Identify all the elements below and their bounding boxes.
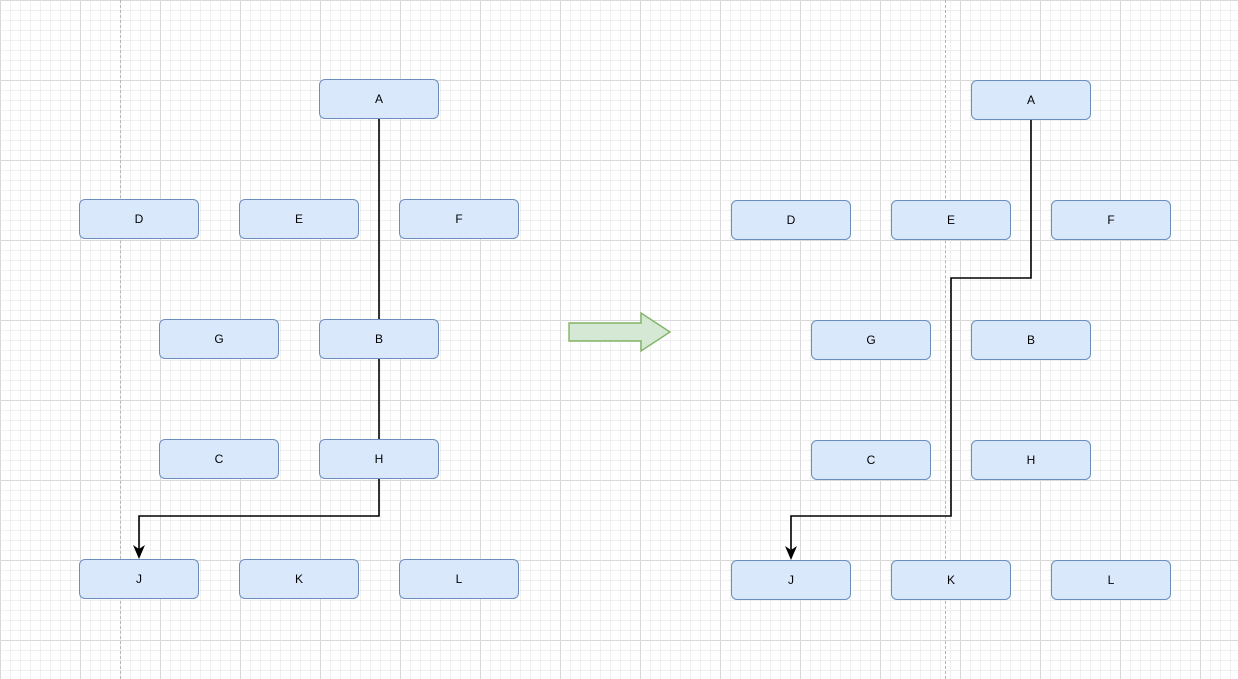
node-label: C	[866, 453, 876, 467]
node-label: J	[788, 573, 794, 587]
node-l-left[interactable]: L	[399, 559, 519, 599]
node-j-right[interactable]: J	[731, 560, 851, 600]
node-e-left[interactable]: E	[239, 199, 359, 239]
node-h-left[interactable]: H	[319, 439, 439, 479]
node-g-right[interactable]: G	[811, 320, 931, 360]
node-b-left[interactable]: B	[319, 319, 439, 359]
node-a-right[interactable]: A	[971, 80, 1091, 120]
node-label: F	[1107, 213, 1115, 227]
node-a-left[interactable]: A	[319, 79, 439, 119]
transition-arrow[interactable]	[568, 312, 672, 352]
node-label: C	[214, 452, 224, 466]
node-d-right[interactable]: D	[731, 200, 851, 240]
node-k-left[interactable]: K	[239, 559, 359, 599]
node-label: B	[1026, 333, 1035, 347]
node-label: B	[374, 332, 383, 346]
node-c-left[interactable]: C	[159, 439, 279, 479]
node-label: G	[214, 332, 224, 346]
node-h-right[interactable]: H	[971, 440, 1091, 480]
node-label: D	[134, 212, 144, 226]
node-label: J	[136, 572, 142, 586]
node-e-right[interactable]: E	[891, 200, 1011, 240]
node-label: L	[455, 572, 463, 586]
node-label: E	[294, 212, 303, 226]
edge-h-to-j-left[interactable]	[138, 479, 380, 551]
transition-arrow-shape	[568, 312, 672, 352]
node-f-left[interactable]: F	[399, 199, 519, 239]
node-label: E	[946, 213, 955, 227]
node-label: G	[866, 333, 876, 347]
node-f-right[interactable]: F	[1051, 200, 1171, 240]
node-label: A	[1026, 93, 1035, 107]
node-label: H	[374, 452, 384, 466]
arrowhead-into-j-right	[785, 546, 797, 560]
arrowhead-into-j-left	[133, 545, 145, 559]
node-g-left[interactable]: G	[159, 319, 279, 359]
node-label: D	[786, 213, 796, 227]
node-c-right[interactable]: C	[811, 440, 931, 480]
node-d-left[interactable]: D	[79, 199, 199, 239]
node-label: L	[1107, 573, 1115, 587]
node-k-right[interactable]: K	[891, 560, 1011, 600]
node-label: A	[374, 92, 383, 106]
node-j-left[interactable]: J	[79, 559, 199, 599]
node-label: K	[294, 572, 303, 586]
node-label: H	[1026, 453, 1036, 467]
node-label: F	[455, 212, 463, 226]
node-b-right[interactable]: B	[971, 320, 1091, 360]
node-label: K	[946, 573, 955, 587]
node-l-right[interactable]: L	[1051, 560, 1171, 600]
